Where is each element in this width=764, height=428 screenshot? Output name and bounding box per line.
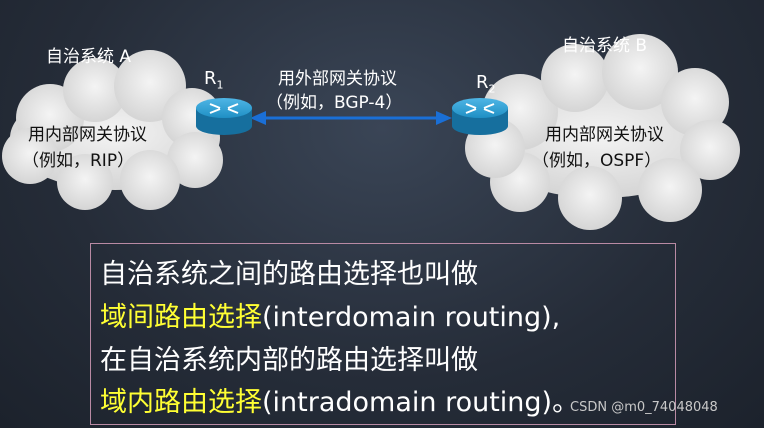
watermark: CSDN @m0_74048048: [570, 400, 718, 415]
as-a-protocol-line2: （例如，RIP）: [22, 151, 135, 171]
definition-line-2: 域间路由选择(interdomain routing),: [100, 302, 561, 333]
definition-line-3: 在自治系统内部的路由选择叫做: [100, 345, 478, 376]
as-a-protocol-line1: 用内部网关协议: [28, 125, 147, 145]
as-a-title: 自治系统 A: [46, 47, 132, 67]
as-b-title: 自治系统 B: [562, 36, 648, 56]
router-r2-icon: [452, 98, 508, 135]
interdomain-term: 域间路由选择: [100, 302, 262, 333]
as-b-protocol-line2: （例如，OSPF）: [532, 151, 662, 171]
link-label-line1: 用外部网关协议: [278, 69, 397, 89]
router-r2-label: R2: [476, 72, 496, 96]
definition-box: [90, 243, 676, 425]
definition-line-4: 域内路由选择(intradomain routing)。: [100, 387, 580, 418]
intradomain-term: 域内路由选择: [100, 387, 262, 418]
as-b-protocol-line1: 用内部网关协议: [545, 125, 664, 145]
bgp-link-arrow: [250, 111, 452, 125]
link-label-line2: （例如，BGP-4）: [266, 93, 403, 113]
autonomous-system-a-cloud: [2, 50, 223, 210]
router-r1-icon: [196, 98, 252, 135]
definition-line-1: 自治系统之间的路由选择也叫做: [100, 259, 478, 290]
router-r1-label: R1: [204, 68, 224, 92]
